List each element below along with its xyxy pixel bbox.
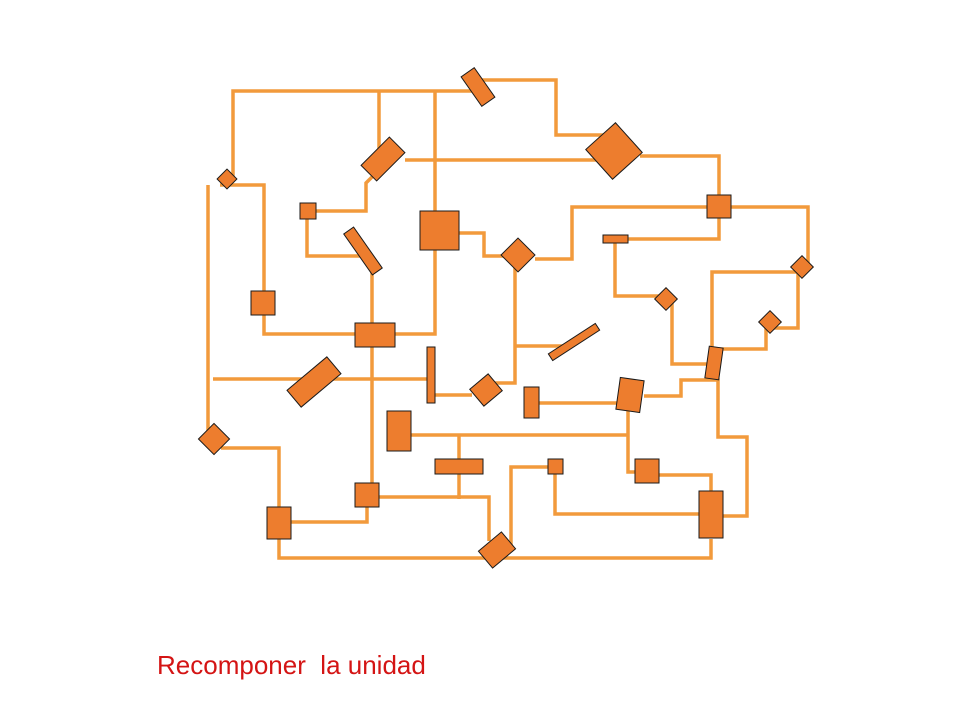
- component-block: [419, 210, 460, 251]
- connection-line: [486, 260, 518, 385]
- component-block: [523, 386, 540, 419]
- connection-lines: [206, 78, 810, 560]
- connection-line: [615, 207, 721, 241]
- connection-line: [719, 205, 810, 266]
- component-block: [299, 202, 317, 220]
- connection-line: [379, 495, 491, 541]
- component-block: [250, 290, 276, 316]
- connection-line: [640, 154, 721, 207]
- component-blocks: [197, 66, 815, 569]
- connection-line: [305, 211, 363, 258]
- component-block: [343, 226, 383, 276]
- component-block: [477, 531, 517, 569]
- connection-line: [231, 89, 478, 180]
- connection-line: [714, 320, 770, 351]
- component-block: [615, 376, 645, 414]
- component-block: [547, 322, 601, 362]
- component-block: [789, 254, 815, 280]
- component-block: [266, 506, 292, 540]
- connection-line: [644, 378, 714, 398]
- connection-line: [440, 231, 518, 258]
- connection-line: [221, 446, 281, 523]
- component-block: [634, 458, 660, 484]
- component-block: [585, 122, 643, 180]
- component-block: [757, 309, 783, 335]
- component-block: [197, 422, 231, 456]
- connection-line: [508, 465, 548, 550]
- component-block: [360, 136, 406, 182]
- connection-line: [553, 467, 699, 516]
- component-block: [547, 458, 564, 475]
- component-block: [704, 345, 724, 381]
- component-block: [602, 234, 629, 244]
- component-block: [354, 482, 380, 508]
- component-block: [286, 356, 342, 408]
- component-block: [653, 286, 679, 312]
- component-block: [698, 490, 724, 539]
- component-block: [216, 168, 238, 190]
- connection-line: [478, 78, 614, 137]
- component-block: [706, 194, 732, 219]
- component-block: [354, 322, 396, 348]
- component-block: [469, 373, 503, 407]
- connection-line: [659, 473, 713, 492]
- connection-line: [535, 205, 719, 261]
- component-block: [426, 346, 436, 404]
- connection-line: [291, 507, 369, 524]
- connection-line: [613, 239, 666, 298]
- component-block: [386, 410, 412, 452]
- component-block: [460, 66, 496, 108]
- connection-line: [664, 294, 714, 366]
- component-block: [500, 237, 536, 273]
- component-block: [434, 458, 484, 475]
- connection-line: [220, 183, 374, 336]
- caption-text: Recomponer la unidad: [157, 650, 426, 680]
